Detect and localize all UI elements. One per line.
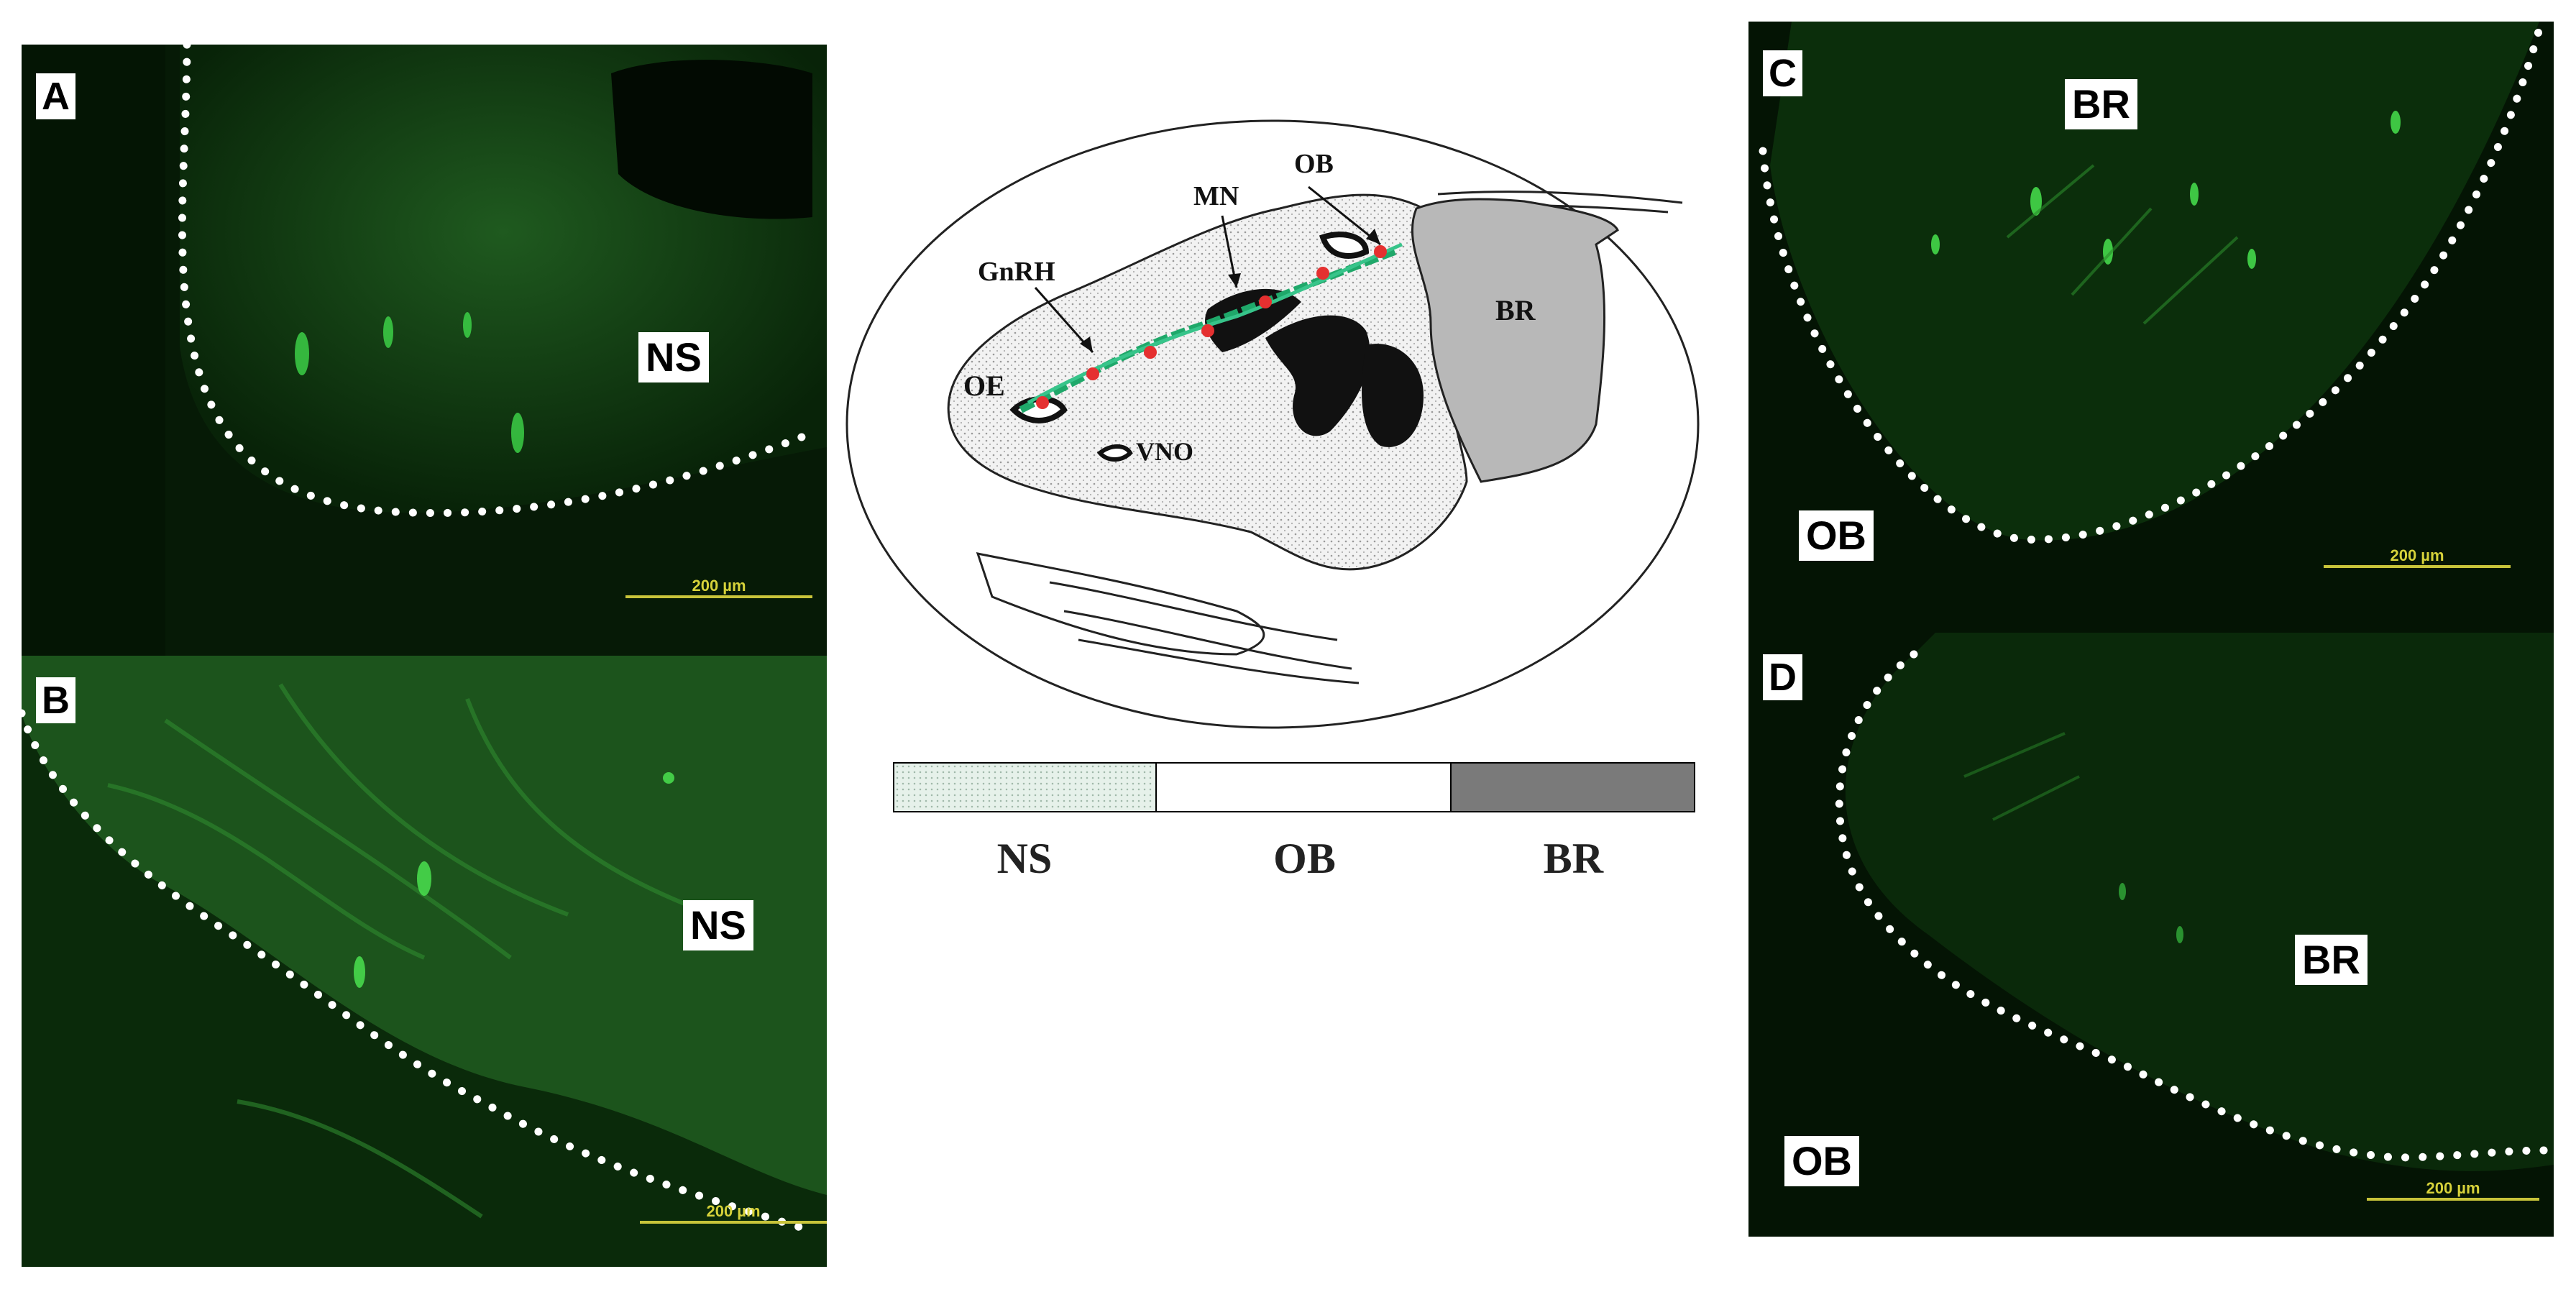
panel-letter: C (1763, 50, 1802, 96)
scale-bar-label: 200 µm (692, 577, 746, 595)
scale-bar-label: 200 µm (2390, 546, 2444, 564)
panel-letter: A (36, 73, 75, 119)
legend-swatch-ob (1156, 764, 1452, 811)
micrograph-b-image (22, 656, 827, 1267)
brain-region (1411, 198, 1619, 483)
head-schematic-diagram: OB MN GnRH OE VNO BR (845, 119, 1700, 729)
legend-label-ns: NS (996, 835, 1053, 882)
scale-bar-label: 200 µm (2426, 1179, 2480, 1197)
label-oe: OE (963, 370, 1005, 402)
scale-bar-line (2367, 1198, 2539, 1201)
scale-bar-line (625, 595, 812, 598)
region-label-ob: OB (1799, 510, 1874, 561)
panel-letter: B (36, 677, 75, 723)
legend-swatch-br (1452, 764, 1694, 811)
micrograph-panel-d: D BR OB 200 µm (1748, 633, 2554, 1237)
scale-bar: 200 µm (640, 1202, 827, 1224)
scale-bar: 200 µm (2324, 546, 2511, 568)
region-label-br: BR (2295, 935, 2368, 985)
label-vno: VNO (1136, 437, 1193, 466)
legend-swatch-ns (894, 764, 1157, 811)
label-mn: MN (1193, 181, 1239, 211)
region-legend-labels: NS OB BR (893, 834, 1695, 892)
micrograph-panel-c: C BR OB 200 µm (1748, 22, 2554, 633)
scale-bar-label: 200 µm (706, 1202, 761, 1220)
label-br: BR (1495, 294, 1536, 326)
legend-label-ob: OB (1273, 835, 1336, 882)
micrograph-panel-a: A NS 200 µm (22, 45, 827, 656)
label-ob: OB (1294, 149, 1334, 179)
panel-letter: D (1763, 654, 1802, 700)
scale-bar-line (640, 1221, 827, 1224)
scale-bar: 200 µm (625, 577, 812, 598)
region-label-ns: NS (638, 332, 709, 382)
region-label-ob: OB (1784, 1136, 1859, 1186)
micrograph-d-image (1748, 633, 2554, 1237)
micrograph-c-image (1748, 22, 2554, 633)
micrograph-panel-b: B NS 200 µm (22, 656, 827, 1267)
region-legend-bar (893, 762, 1695, 812)
scale-bar: 200 µm (2367, 1179, 2539, 1201)
label-gnrh: GnRH (978, 257, 1055, 287)
gnrh-neuron-markers (1036, 245, 1387, 409)
region-label-ns: NS (683, 900, 753, 950)
region-label-br: BR (2065, 79, 2137, 129)
scale-bar-line (2324, 565, 2511, 568)
legend-label-br: BR (1543, 835, 1604, 882)
